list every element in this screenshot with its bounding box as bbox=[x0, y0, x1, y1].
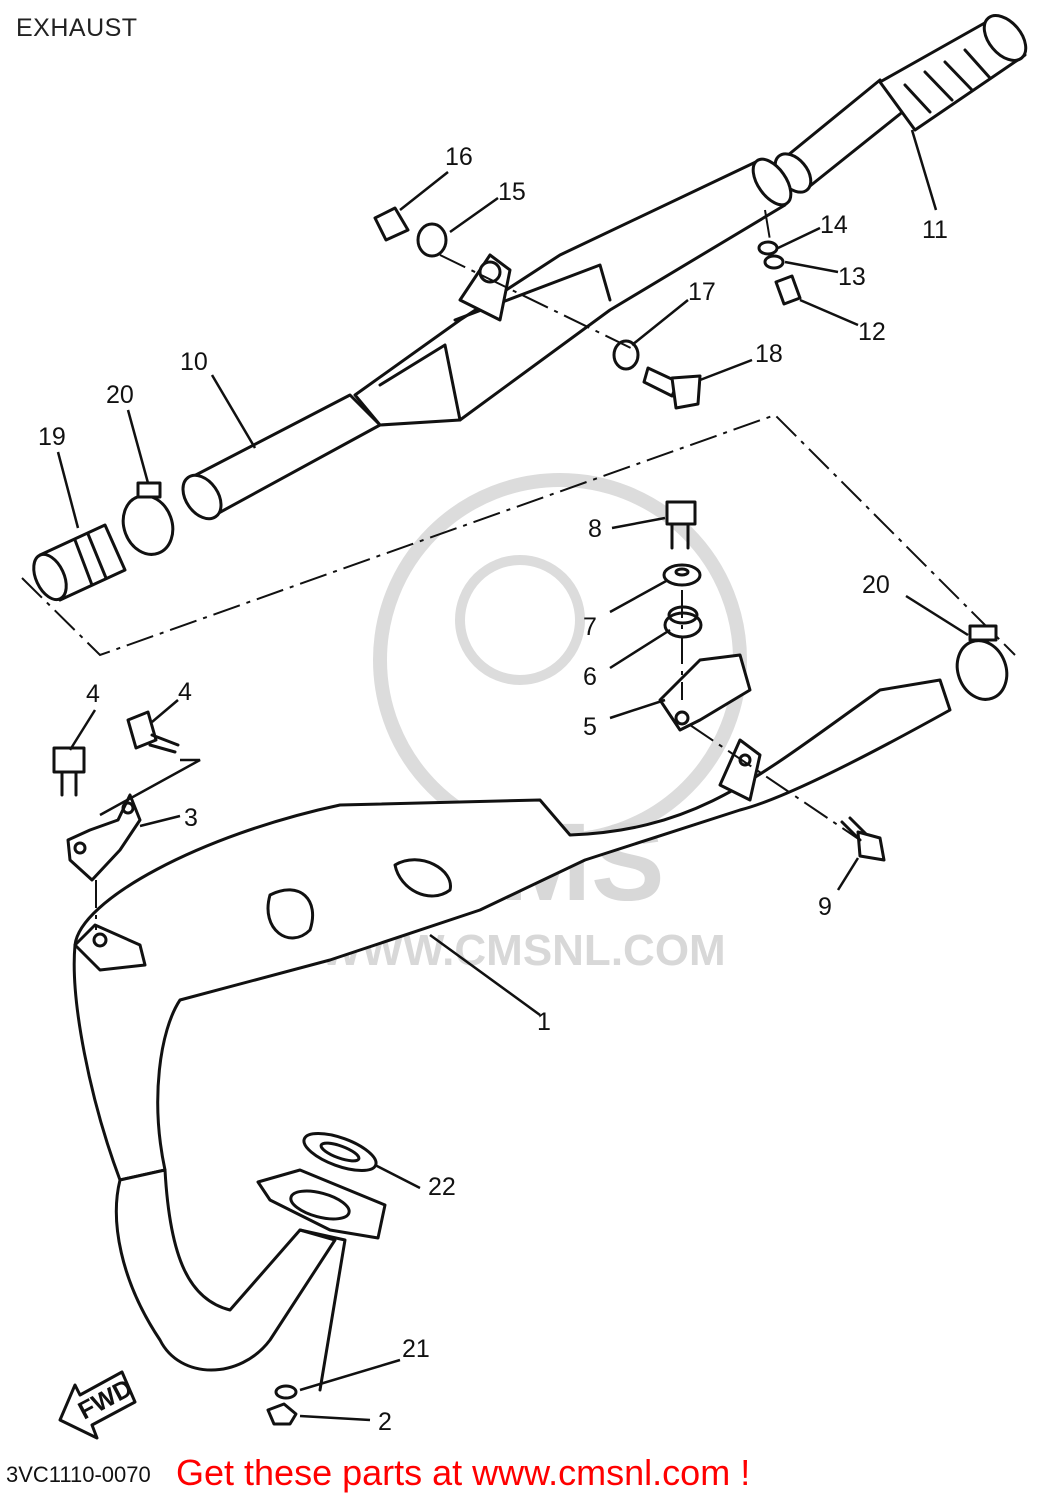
callout-8: 8 bbox=[588, 515, 602, 543]
bolt-8 bbox=[665, 500, 697, 550]
muffler bbox=[181, 157, 793, 521]
callout-3: 3 bbox=[184, 804, 198, 832]
callout-12: 12 bbox=[858, 318, 886, 346]
callout-9: 9 bbox=[818, 893, 832, 921]
callout-14: 14 bbox=[820, 211, 848, 239]
sleeve bbox=[32, 523, 127, 602]
callout-11: 11 bbox=[922, 216, 948, 244]
callout-20-lower: 20 bbox=[862, 571, 890, 599]
leader-lines bbox=[56, 129, 969, 1422]
callout-22: 22 bbox=[428, 1173, 456, 1201]
callout-13: 13 bbox=[838, 263, 866, 291]
callout-1: 1 bbox=[537, 1008, 551, 1036]
callouts: 1 2 3 4 4 5 6 7 8 9 10 11 12 13 14 15 16… bbox=[38, 143, 948, 1436]
callout-4-right: 4 bbox=[178, 678, 192, 706]
callout-10: 10 bbox=[180, 348, 208, 376]
callout-15: 15 bbox=[498, 178, 526, 206]
callout-5: 5 bbox=[583, 713, 597, 741]
header-pipe bbox=[72, 678, 952, 1392]
callout-16: 16 bbox=[445, 143, 473, 171]
callout-21: 21 bbox=[402, 1335, 430, 1363]
bolt-4-left bbox=[52, 746, 86, 797]
document-code: 3VC1110-0070 bbox=[6, 1462, 151, 1487]
fwd-arrow: FWD bbox=[58, 1370, 137, 1440]
page-title: EXHAUST bbox=[16, 14, 138, 42]
tail-pipe bbox=[773, 14, 1028, 194]
collar-7 bbox=[662, 563, 702, 587]
promo-link[interactable]: Get these parts at www.cmsnl.com ! bbox=[176, 1452, 751, 1493]
callout-7: 7 bbox=[583, 613, 597, 641]
bolt-9 bbox=[840, 816, 886, 862]
callout-6: 6 bbox=[583, 663, 597, 691]
callout-18: 18 bbox=[755, 340, 783, 368]
assembly-frame bbox=[21, 413, 1016, 657]
callout-2: 2 bbox=[378, 1408, 392, 1436]
alignment-lines bbox=[95, 209, 861, 930]
clamp-upper bbox=[121, 481, 175, 556]
bracket-5 bbox=[658, 653, 752, 732]
callout-4-left: 4 bbox=[86, 680, 100, 708]
callout-20-upper: 20 bbox=[106, 381, 134, 409]
hardware-upper bbox=[373, 206, 802, 410]
callout-19: 19 bbox=[38, 423, 66, 451]
bolt-4-right bbox=[126, 710, 180, 754]
bracket-3 bbox=[66, 758, 201, 882]
callout-17: 17 bbox=[688, 278, 716, 306]
clamp-lower bbox=[955, 624, 1009, 701]
